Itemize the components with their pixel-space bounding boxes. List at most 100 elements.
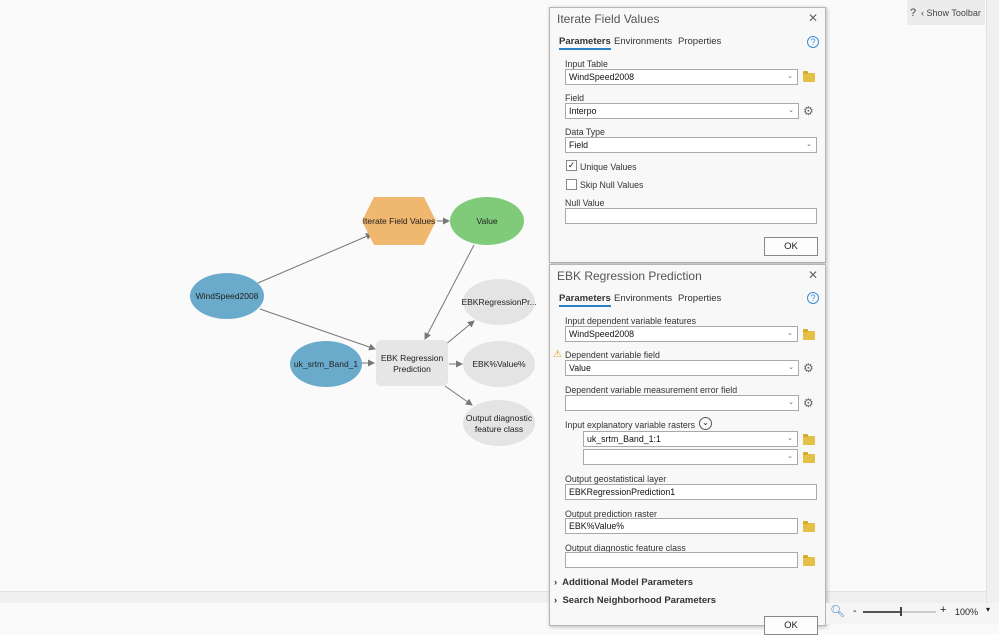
dep-field-select[interactable]: Value ⌄ [565,360,799,376]
vertical-scrollbar[interactable] [986,0,999,603]
tab-properties[interactable]: Properties [678,293,722,304]
input-table-label: Input Table [565,59,608,69]
section-label: Additional Model Parameters [562,577,694,588]
tab-properties[interactable]: Properties [678,36,722,47]
rasters-label: Input explanatory variable rasters [565,420,696,430]
null-value-input[interactable] [565,208,817,224]
node-output-raster[interactable]: EBK%Value% [463,341,535,387]
data-type-label: Data Type [565,127,605,137]
dep-features-select[interactable]: WindSpeed2008 ⌄ [565,326,798,342]
field-value: Interpo [569,106,597,116]
pred-raster-input[interactable]: EBK%Value% [565,518,798,534]
node-windspeed2008[interactable]: WindSpeed2008 [190,273,264,319]
folder-icon[interactable] [803,71,815,82]
ok-button[interactable]: OK [764,237,818,256]
zoom-level[interactable]: 100% [955,607,979,617]
show-toolbar-button[interactable]: ‹ Show Toolbar [921,8,981,18]
connector [259,308,376,351]
data-type-select[interactable]: Field⌄ [565,137,817,153]
folder-icon[interactable] [803,521,815,532]
meas-err-label: Dependent variable measurement error fie… [565,385,738,395]
chevron-down-icon: ⌄ [787,330,793,337]
raster-select-2[interactable]: ⌄ [583,449,798,465]
svg-text:EBKRegressionPr...: EBKRegressionPr... [461,297,536,307]
skip-null-checkbox[interactable] [566,179,577,190]
dialog-title: Iterate Field Values [557,12,660,26]
zoom-minus-button[interactable]: - [853,605,857,617]
folder-icon[interactable] [803,452,815,463]
ebk-regression-prediction-dialog: EBK Regression Prediction ✕ Parameters E… [549,264,826,635]
horizontal-scrollbar[interactable] [0,591,986,603]
svg-text:Prediction: Prediction [393,364,431,374]
chevron-down-icon: ⌄ [788,107,794,114]
help-icon[interactable]: ? [807,36,819,48]
close-icon[interactable]: ✕ [807,268,818,282]
diag-label: Output diagnostic feature class [565,543,686,553]
chevron-down-icon: ⌄ [806,141,812,148]
zoom-slider[interactable] [863,607,936,616]
section-label: Search Neighborhood Parameters [562,595,717,606]
gear-icon[interactable]: ⚙ [803,361,814,375]
unique-values-label: Unique Values [580,162,637,172]
dialog-title: EBK Regression Prediction [557,269,702,283]
node-iterate-field-values[interactable]: Iterate Field Values [362,197,436,245]
diag-input[interactable] [565,552,798,568]
node-output-layer[interactable]: EBKRegressionPr... [461,279,537,325]
folder-icon[interactable] [803,329,815,340]
dep-field-value: Value [569,363,591,373]
unique-values-checkbox[interactable]: ✓ [566,160,577,171]
zoom-slider-fill [863,611,900,613]
chevron-down-icon: ⌄ [787,435,793,442]
svg-text:WindSpeed2008: WindSpeed2008 [196,291,259,301]
field-label: Field [565,93,585,103]
chevron-down-icon: ⌄ [788,399,794,406]
svg-text:uk_srtm_Band_1: uk_srtm_Band_1 [294,359,359,369]
connector [444,320,475,346]
tab-parameters[interactable]: Parameters [559,293,611,307]
status-bar [826,603,999,624]
svg-text:feature class: feature class [475,424,523,434]
folder-icon[interactable] [803,555,815,566]
skip-null-label: Skip Null Values [580,180,644,190]
field-select[interactable]: Interpo ⌄ [565,103,799,119]
help-icon[interactable]: ? [807,292,819,304]
chevron-down-icon: ⌄ [788,364,794,371]
ok-button[interactable]: OK [764,616,818,635]
node-value[interactable]: Value [450,197,524,245]
geo-layer-input[interactable]: EBKRegressionPrediction1 [565,484,817,500]
tab-environments[interactable]: Environments [614,293,673,304]
node-uk-srtm-band-1[interactable]: uk_srtm_Band_1 [290,341,362,387]
svg-text:Value: Value [476,216,497,226]
zoom-slider-thumb[interactable] [899,607,902,616]
raster-value: uk_srtm_Band_1:1 [587,434,661,444]
folder-icon[interactable] [803,434,815,445]
meas-err-select[interactable]: ⌄ [565,395,799,411]
chevron-down-icon: ⌄ [787,453,793,460]
gear-icon[interactable]: ⚙ [803,396,814,410]
additional-model-parameters-toggle[interactable]: › Additional Model Parameters [554,577,694,588]
close-icon[interactable]: ✕ [807,11,818,25]
zoom-dropdown-icon[interactable]: ▾ [986,605,991,614]
dep-features-label: Input dependent variable features [565,316,697,326]
dep-features-value: WindSpeed2008 [569,329,635,339]
expand-circle-icon[interactable]: ⌄ [699,417,712,430]
tab-parameters[interactable]: Parameters [559,36,611,50]
show-toolbar-panel [907,0,985,25]
tab-environments[interactable]: Environments [614,36,673,47]
svg-text:Output diagnostic: Output diagnostic [466,413,533,423]
zoom-out-magnifier-icon[interactable]: 🔍︎ [830,604,846,618]
gear-icon[interactable]: ⚙ [803,104,814,118]
node-ebk-regression-prediction[interactable]: EBK RegressionPrediction [376,340,448,386]
geo-layer-label: Output geostatistical layer [565,474,667,484]
dep-field-label: Dependent variable field [565,350,660,360]
input-table-select[interactable]: WindSpeed2008⌄ [565,69,798,85]
iterate-field-values-dialog: Iterate Field Values ✕ Parameters Enviro… [549,7,826,263]
search-neighborhood-parameters-toggle[interactable]: › Search Neighborhood Parameters [554,595,717,606]
help-icon[interactable]: ? [910,7,917,19]
raster-select-1[interactable]: uk_srtm_Band_1:1 ⌄ [583,431,798,447]
svg-text:EBK Regression: EBK Regression [381,353,444,363]
zoom-plus-button[interactable]: + [940,604,947,616]
